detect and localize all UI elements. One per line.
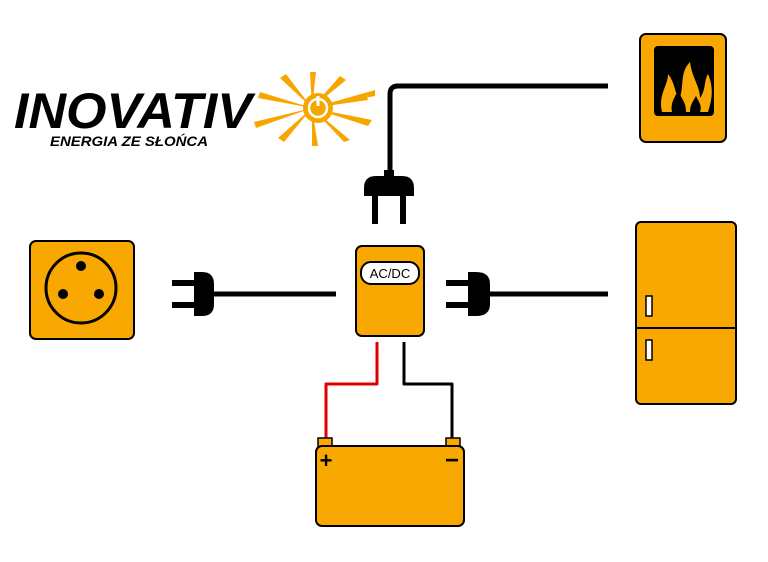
wires: [206, 83, 608, 442]
logo-brand: INOVATIV: [14, 83, 256, 139]
plug-icon-heater: [364, 170, 414, 224]
sun-power-icon: [254, 72, 375, 146]
acdc-converter: AC/DC: [355, 245, 425, 337]
logo: INOVATIV ENERGIA ZE SŁOŃCA: [14, 72, 375, 149]
battery-minus-label: −: [445, 447, 459, 474]
wire-heater: [387, 83, 608, 180]
battery-plus-label: +: [320, 448, 333, 473]
heater-flame-icon: [639, 33, 727, 143]
battery-icon: + −: [315, 437, 465, 527]
fridge-icon: [635, 221, 737, 405]
logo-tagline: ENERGIA ZE SŁOŃCA: [50, 132, 208, 149]
wire-battery-positive: [324, 342, 379, 442]
converter-label: AC/DC: [370, 266, 410, 281]
wire-battery-negative: [402, 342, 454, 442]
plug-icon-socket: [172, 272, 214, 316]
plug-icon-fridge: [446, 272, 490, 316]
wall-socket-icon: [29, 240, 135, 340]
